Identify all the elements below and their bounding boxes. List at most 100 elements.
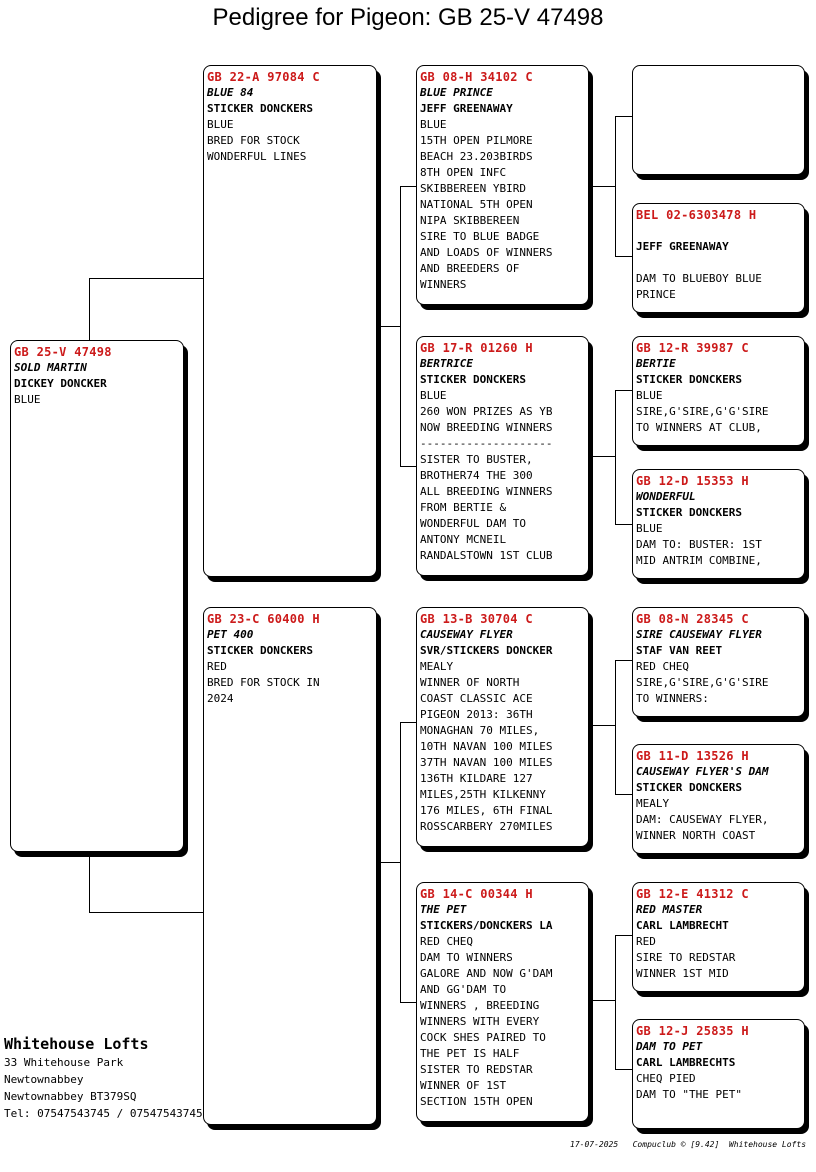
pigeon-card-dam-dam-sire[interactable]: GB 12-E 41312 C RED MASTER CARL LAMBRECH…: [632, 882, 805, 992]
pigeon-card-dam-sire-dam[interactable]: GB 11-D 13526 H CAUSEWAY FLYER'S DAM STI…: [632, 744, 805, 854]
pigeon-name: WONDERFUL: [636, 490, 696, 503]
connector: [615, 935, 616, 1069]
detail-line: NIPA SKIBBEREEN: [420, 214, 520, 227]
ring-number: GB 11-D 13526 H: [636, 749, 749, 763]
detail-line: DAM: CAUSEWAY FLYER,: [636, 813, 769, 826]
detail-line: MEALY: [636, 797, 670, 810]
breeder-name: STICKER DONCKERS: [636, 781, 742, 794]
detail-line: TO WINNERS AT CLUB,: [636, 421, 762, 434]
detail-line: SIRE TO REDSTAR: [636, 951, 736, 964]
connector: [89, 278, 90, 342]
detail-line: RANDALSTOWN 1ST CLUB: [420, 549, 553, 562]
ring-number: GB 12-R 39987 C: [636, 341, 749, 355]
detail-line: BROTHER74 THE 300: [420, 469, 533, 482]
pigeon-card-sire-dam[interactable]: GB 17-R 01260 H BERTRICE STICKER DONCKER…: [416, 336, 589, 576]
pigeon-card-dam-dam[interactable]: GB 14-C 00344 H THE PET STICKERS/DONCKER…: [416, 882, 589, 1122]
detail-line: SECTION 15TH OPEN: [420, 1095, 533, 1108]
detail-line: ANTONY MCNEIL: [420, 533, 507, 546]
detail-line: RED CHEQ: [636, 660, 689, 673]
detail-line: NATIONAL 5TH OPEN: [420, 198, 533, 211]
detail-line: WINNERS , BREEDING: [420, 999, 540, 1012]
connector: [615, 794, 633, 795]
ring-number: GB 17-R 01260 H: [420, 341, 533, 355]
pigeon-card-sire-sire-sire[interactable]: [632, 65, 805, 175]
detail-line: ROSSCARBERY 270MILES: [420, 820, 553, 833]
detail-line: WINNERS: [420, 278, 467, 291]
ring-number: GB 14-C 00344 H: [420, 887, 533, 901]
detail-line: MONAGHAN 70 MILES,: [420, 724, 540, 737]
detail-line: COCK SHES PAIRED TO: [420, 1031, 546, 1044]
detail-line: RED: [636, 935, 656, 948]
ring-number: GB 12-D 15353 H: [636, 474, 749, 488]
pigeon-name: CAUSEWAY FLYER'S DAM: [636, 765, 769, 778]
detail-line: BEACH 23.203BIRDS: [420, 150, 533, 163]
detail-line: RED CHEQ: [420, 935, 473, 948]
detail-line: BRED FOR STOCK IN: [207, 676, 320, 689]
breeder-name: STICKERS/DONCKERS LA: [420, 919, 553, 932]
detail-line: NOW BREEDING WINNERS: [420, 421, 553, 434]
detail-line: BLUE: [420, 118, 447, 131]
address-line: Newtownabbey: [4, 1073, 84, 1086]
pigeon-name: BERTIE: [636, 357, 676, 370]
detail-line: WINNERS WITH EVERY: [420, 1015, 540, 1028]
pigeon-card-dam-sire-sire[interactable]: GB 08-N 28345 C SIRE CAUSEWAY FLYER STAF…: [632, 607, 805, 717]
detail-line: 10TH NAVAN 100 MILES: [420, 740, 553, 753]
pigeon-card-dam[interactable]: GB 23-C 60400 H PET 400 STICKER DONCKERS…: [203, 607, 377, 1125]
detail-line: 176 MILES, 6TH FINAL: [420, 804, 553, 817]
footer-credit: 17-07-2025 Compuclub © [9.42] Whitehouse…: [570, 1140, 807, 1149]
detail-line: BLUE: [207, 118, 234, 131]
ring-number: GB 23-C 60400 H: [207, 612, 320, 626]
detail-line: DAM TO BLUEBOY BLUE: [636, 272, 762, 285]
connector: [590, 456, 615, 457]
pigeon-card-sire-dam-dam[interactable]: GB 12-D 15353 H WONDERFUL STICKER DONCKE…: [632, 469, 805, 579]
pigeon-card-sire-sire[interactable]: GB 08-H 34102 C BLUE PRINCE JEFF GREENAW…: [416, 65, 589, 305]
ring-number: GB 13-B 30704 C: [420, 612, 533, 626]
detail-line: WONDERFUL LINES: [207, 150, 307, 163]
page-title: Pedigree for Pigeon: GB 25-V 47498: [212, 4, 604, 31]
pigeon-name: PET 400: [207, 628, 254, 641]
detail-line: DAM TO "THE PET": [636, 1088, 742, 1101]
pigeon-card-sire-sire-dam[interactable]: BEL 02-6303478 H JEFF GREENAWAY DAM TO B…: [632, 203, 805, 313]
detail-line: MID ANTRIM COMBINE,: [636, 554, 762, 567]
connector: [615, 256, 633, 257]
connector: [615, 390, 616, 524]
detail-line: CHEQ PIED: [636, 1072, 696, 1085]
breeder-name: SVR/STICKERS DONCKER: [420, 644, 553, 657]
detail-line: SISTER TO BUSTER,: [420, 453, 533, 466]
ring-number: GB 12-J 25835 H: [636, 1024, 749, 1038]
breeder-name: STICKER DONCKERS: [636, 506, 742, 519]
detail-line: MEALY: [420, 660, 454, 673]
pigeon-name: SOLD MARTIN: [14, 361, 87, 374]
pigeon-card-dam-sire[interactable]: GB 13-B 30704 C CAUSEWAY FLYER SVR/STICK…: [416, 607, 589, 847]
detail-line: SISTER TO REDSTAR: [420, 1063, 533, 1076]
detail-line: GALORE AND NOW G'DAM: [420, 967, 553, 980]
connector: [89, 278, 205, 279]
detail-line: SKIBBEREEN YBIRD: [420, 182, 526, 195]
pigeon-name: CAUSEWAY FLYER: [420, 628, 513, 641]
breeder-name: STICKER DONCKERS: [207, 102, 313, 115]
detail-line: 2024: [207, 692, 234, 705]
pigeon-card-subject[interactable]: GB 25-V 47498 SOLD MARTIN DICKEY DONCKER…: [10, 340, 184, 852]
pigeon-name: BLUE 84: [207, 86, 254, 99]
pigeon-card-sire[interactable]: GB 22-A 97084 C BLUE 84 STICKER DONCKERS…: [203, 65, 377, 577]
pigeon-card-dam-dam-dam[interactable]: GB 12-J 25835 H DAM TO PET CARL LAMBRECH…: [632, 1019, 805, 1129]
pigeon-name: [636, 223, 801, 239]
detail-line: WONDERFUL DAM TO: [420, 517, 526, 530]
address-line: 33 Whitehouse Park: [4, 1056, 124, 1069]
breeder-name: STICKER DONCKERS: [420, 373, 526, 386]
breeder-name: JEFF GREENAWAY: [636, 240, 729, 253]
pigeon-card-sire-dam-sire[interactable]: GB 12-R 39987 C BERTIE STICKER DONCKERS …: [632, 336, 805, 446]
connector: [378, 326, 400, 327]
detail-line: BLUE: [14, 393, 41, 406]
ring-number: BEL 02-6303478 H: [636, 208, 757, 222]
detail-line: BLUE: [636, 389, 663, 402]
connector: [400, 186, 401, 466]
detail-line: [636, 255, 801, 271]
detail-line: DAM TO: BUSTER: 1ST: [636, 538, 762, 551]
detail-line: ALL BREEDING WINNERS: [420, 485, 553, 498]
connector: [378, 862, 400, 863]
address-line: Newtownabbey BT379SQ: [4, 1090, 137, 1103]
connector: [400, 1002, 418, 1003]
ring-number: GB 25-V 47498: [14, 345, 112, 359]
connector: [615, 116, 633, 117]
